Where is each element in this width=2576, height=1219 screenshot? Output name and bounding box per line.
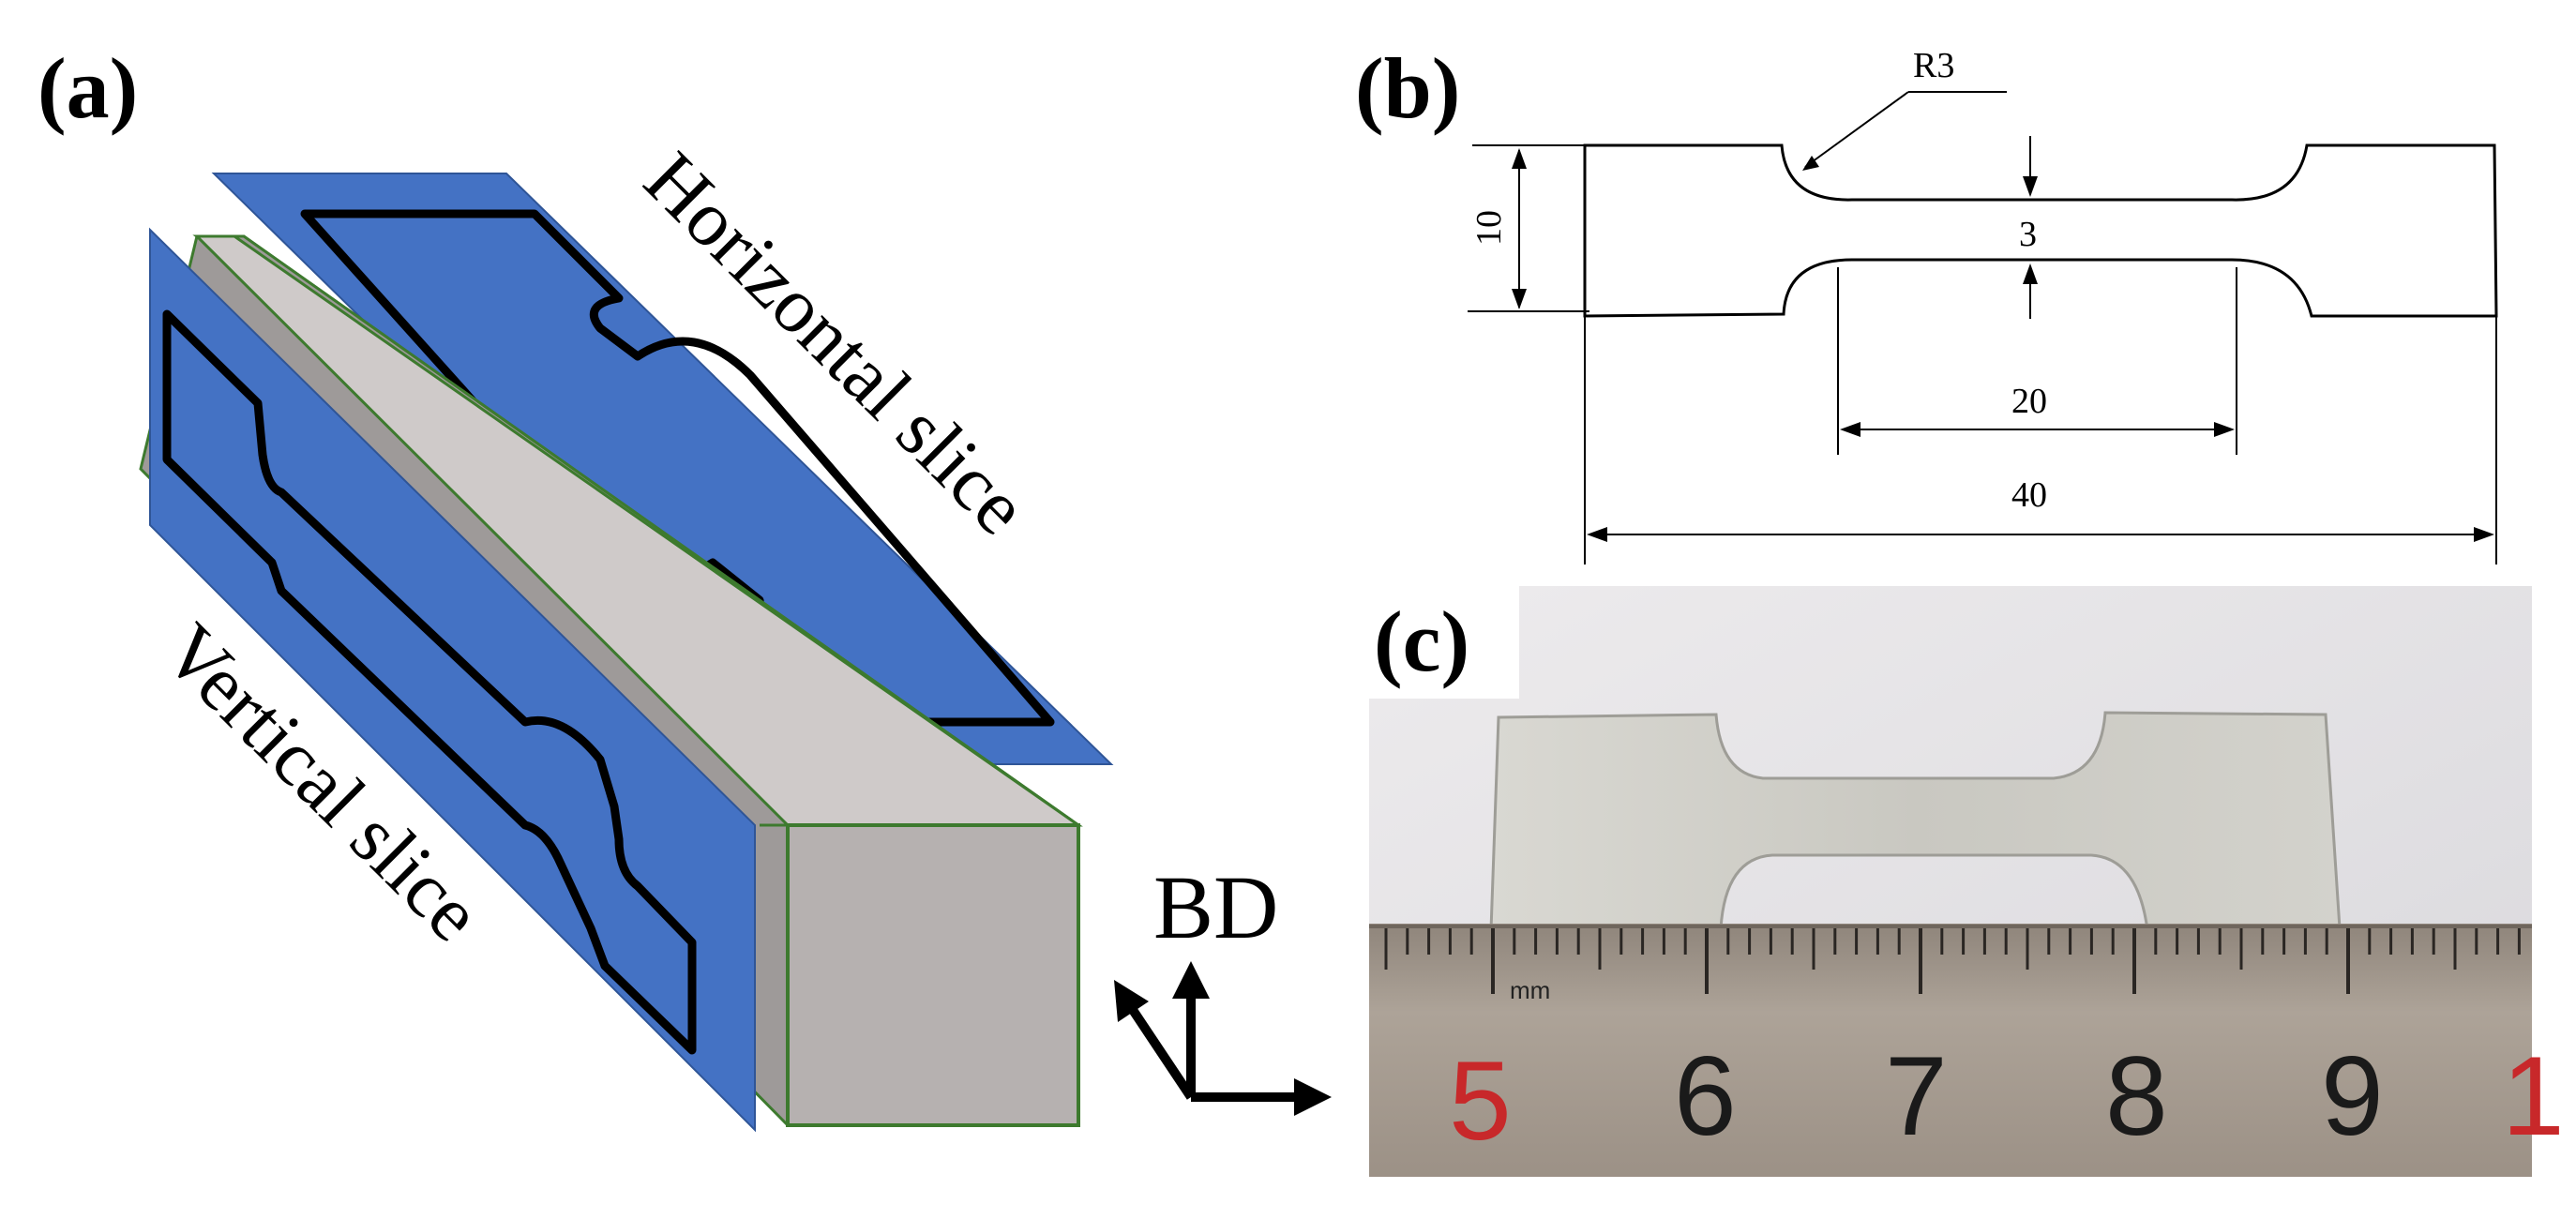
photo-label-box bbox=[1369, 586, 1519, 699]
ruler-number-10-partial: 1 bbox=[2502, 1033, 2565, 1159]
total-length-label: 40 bbox=[2011, 475, 2047, 515]
panel-c-label: (c) bbox=[1374, 594, 1469, 689]
panel-b-label: (b) bbox=[1355, 40, 1460, 136]
ruler-number-6: 6 bbox=[1674, 1033, 1737, 1159]
ruler-unit-label: mm bbox=[1510, 976, 1550, 1004]
panel-a: (a) Horizontal slice Vertical slice BD bbox=[38, 40, 1332, 1133]
ruler-number-5: 5 bbox=[1449, 1038, 1512, 1164]
gauge-width-label: 3 bbox=[2019, 215, 2037, 254]
block-front-face bbox=[786, 823, 1080, 1127]
gauge-length-arrow-left bbox=[1840, 422, 1860, 437]
axis-arrowheads bbox=[1114, 961, 1332, 1116]
ruler-number-7: 7 bbox=[1885, 1033, 1948, 1159]
vertical-slice-plane bbox=[149, 227, 756, 1133]
ruler-numbers: 5 6 7 8 9 1 bbox=[1449, 1033, 2565, 1164]
ruler bbox=[1369, 924, 2532, 1177]
panel-b: (b) R3 10 3 20 40 bbox=[1355, 40, 2498, 564]
panel-c: (c) mm 5 6 7 8 9 1 bbox=[1369, 586, 2565, 1177]
gauge-width-arrow-top bbox=[2023, 176, 2038, 197]
bd-label: BD bbox=[1153, 857, 1278, 957]
radius-leader-arrow bbox=[1804, 91, 1909, 168]
ruler-ticks bbox=[1384, 928, 2521, 994]
total-length-arrow-left bbox=[1587, 527, 1607, 542]
grip-width-label: 10 bbox=[1469, 210, 1509, 246]
total-length-arrow-right bbox=[2474, 527, 2494, 542]
ruler-number-9: 9 bbox=[2321, 1033, 2384, 1159]
axis-arrows-icon bbox=[1121, 985, 1308, 1102]
panel-a-label: (a) bbox=[38, 40, 138, 136]
gauge-length-label: 20 bbox=[2011, 382, 2047, 421]
grip-width-arrow-top bbox=[1512, 148, 1527, 169]
gauge-length-arrow-right bbox=[2214, 422, 2235, 437]
radius-arrowhead bbox=[1802, 156, 1819, 171]
specimen-drawing-outline bbox=[1583, 143, 2498, 318]
radius-label: R3 bbox=[1913, 46, 1954, 85]
gauge-width-arrow-bottom bbox=[2023, 263, 2038, 284]
grip-width-arrow-bottom bbox=[1512, 289, 1527, 309]
vertical-specimen-outline bbox=[162, 309, 697, 1055]
ruler-number-8: 8 bbox=[2105, 1033, 2168, 1159]
